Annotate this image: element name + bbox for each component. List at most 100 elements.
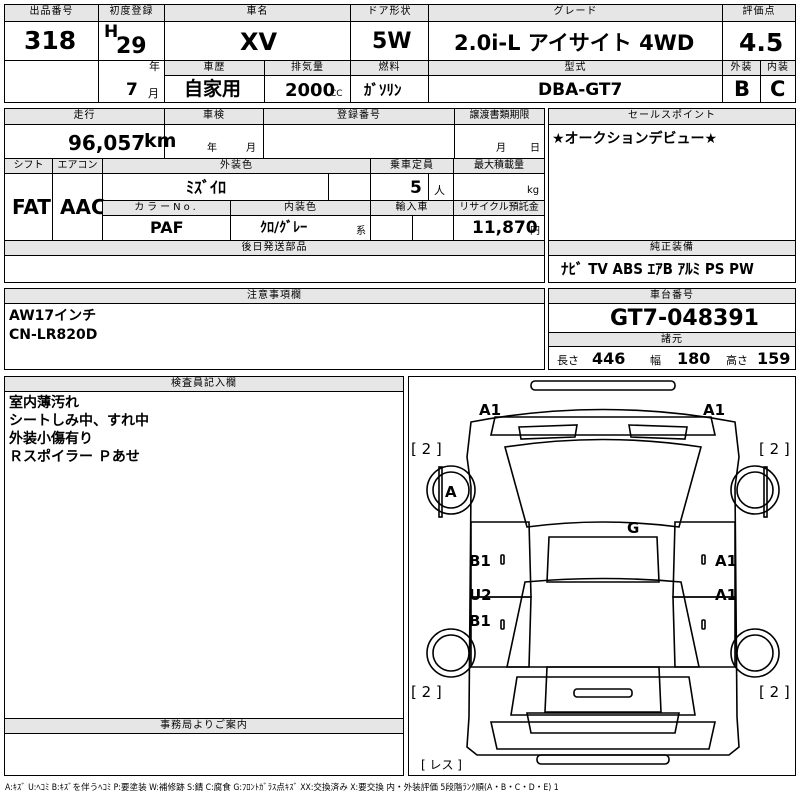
- label-door: ドア形状: [351, 5, 428, 21]
- damage-diagram: A1 A1 A G B1 A1 U2 A1 B1 [ 2 ] [ 2 ] [ 2…: [408, 376, 796, 776]
- door-type: 5W: [372, 29, 412, 54]
- recycle-fee: 11,870: [472, 218, 538, 238]
- height-label: 高さ: [726, 354, 748, 367]
- color-no: PAF: [150, 218, 184, 237]
- yen-unit: 円: [530, 226, 540, 237]
- mileage: 96,057: [68, 131, 146, 155]
- label-first-reg: 初度登録: [99, 5, 164, 21]
- label-later-parts: 後日発送部品: [5, 241, 544, 255]
- label-capacity: 乗車定員: [371, 159, 453, 173]
- inspection-year-unit: 年: [207, 143, 217, 154]
- km-unit: km: [144, 130, 177, 152]
- tire-rear-right: [ 2 ]: [759, 683, 790, 701]
- kg-unit: kg: [527, 185, 540, 196]
- label-displacement: 排気量: [265, 61, 350, 75]
- history: 自家用: [184, 78, 242, 100]
- damage-mark-left-rear-door-b: B1: [469, 612, 491, 630]
- label-genuine: 純正装備: [549, 241, 795, 255]
- exterior-grade: B: [734, 77, 751, 101]
- model-code: DBA-GT7: [538, 80, 623, 100]
- transfer-day-unit: 日: [530, 143, 540, 154]
- month-unit: 月: [148, 87, 159, 100]
- note-line-1: AW17インチ: [9, 308, 97, 324]
- label-history: 車歴: [165, 61, 264, 75]
- label-inspector: 検査員記入欄: [5, 377, 403, 391]
- genuine-equipment: ﾅﾋﾞ TV ABS ｴｱB ｱﾙﾐ PS PW: [561, 260, 754, 278]
- cc-unit: CC: [330, 89, 343, 99]
- height: 159: [757, 349, 791, 368]
- spare-tire-less: [ レス ]: [421, 758, 462, 772]
- damage-mark-left-front-door: B1: [469, 552, 491, 570]
- lot-number: 318: [24, 26, 77, 55]
- label-max-load: 最大積載量: [454, 159, 544, 173]
- label-transfer: 譲渡書類期限: [455, 109, 544, 124]
- chassis-number: GT7-048391: [610, 306, 759, 331]
- grade: 2.0i-L アイサイト 4WD: [454, 31, 695, 55]
- series-unit: 系: [356, 226, 366, 237]
- damage-mark-right-front-door: A1: [715, 552, 738, 570]
- note-line-2: CN-LR820D: [9, 327, 98, 343]
- interior-grade: C: [770, 77, 786, 101]
- label-recycle: リサイクル預託金: [454, 201, 544, 215]
- inspector-line-3: 外装小傷有り: [9, 431, 93, 447]
- ext-color: ﾐｽﾞｲﾛ: [186, 178, 227, 197]
- tire-rear-left: [ 2 ]: [411, 683, 442, 701]
- label-shift: シフト: [5, 159, 52, 173]
- label-specs: 諸元: [549, 333, 795, 346]
- damage-mark-roof: G: [627, 519, 640, 537]
- width: 180: [677, 349, 711, 368]
- label-int-color: 内装色: [231, 201, 370, 215]
- inspector-line-4: Ｒスポイラー Ｐあせ: [9, 449, 140, 465]
- person-unit: 人: [434, 184, 445, 197]
- label-car-name: 車名: [165, 5, 350, 21]
- era-mark: H: [104, 22, 119, 42]
- inspector-line-1: 室内薄汚れ: [9, 395, 79, 411]
- reg-year: 29: [116, 34, 147, 59]
- label-model-code: 型式: [429, 61, 722, 75]
- label-score: 評価点: [723, 5, 795, 21]
- label-interior: 内装: [761, 61, 795, 75]
- aircon: AAC: [60, 195, 106, 219]
- damage-mark-right-rear-door: A1: [715, 586, 738, 604]
- capacity: 5: [410, 178, 422, 198]
- label-grade: グレード: [429, 5, 722, 21]
- tire-front-left: [ 2 ]: [411, 440, 442, 458]
- length: 446: [592, 349, 626, 368]
- car-outline: [426, 380, 780, 765]
- legend: A:ｷｽﾞ U:ﾍｺﾐ B:ｷｽﾞを伴うﾍｺﾐ P:要塗装 W:補修跡 S:錆 …: [5, 783, 559, 793]
- tire-front-right: [ 2 ]: [759, 440, 790, 458]
- width-label: 幅: [650, 354, 661, 367]
- displacement: 2000: [285, 80, 336, 101]
- year-unit: 年: [149, 60, 160, 73]
- label-import: 輸入車: [371, 201, 453, 215]
- label-aircon: エアコン: [53, 159, 102, 173]
- length-label: 長さ: [557, 354, 579, 367]
- inspector-line-2: シートしみ中、すれ中: [9, 413, 149, 429]
- label-chassis: 車台番号: [549, 289, 795, 303]
- sales-point: ★オークションデビュー★: [552, 131, 718, 147]
- label-reg-no: 登録番号: [264, 109, 454, 124]
- shift: FAT: [12, 195, 51, 219]
- label-exterior: 外装: [723, 61, 760, 75]
- inspector-box: [4, 376, 404, 776]
- inspection-month-unit: 月: [246, 143, 256, 154]
- transfer-month-unit: 月: [496, 143, 506, 154]
- label-ext-color: 外装色: [103, 159, 370, 173]
- label-mileage: 走行: [5, 109, 164, 124]
- label-lot-no: 出品番号: [5, 5, 98, 21]
- damage-mark-left-front-wheel: A: [445, 483, 457, 501]
- label-notes: 注意事項欄: [5, 289, 544, 303]
- int-color: ｸﾛ/ｸﾞﾚｰ: [260, 220, 308, 236]
- label-color-no: カラーNo.: [103, 201, 230, 215]
- damage-mark-front-left: A1: [479, 401, 502, 419]
- reg-month: 7: [126, 80, 138, 100]
- car-name: XV: [240, 28, 278, 56]
- score: 4.5: [739, 28, 784, 57]
- label-office: 事務局よりご案内: [5, 719, 403, 733]
- label-sales-point: セールスポイント: [549, 109, 795, 124]
- fuel: ｶﾞｿﾘﾝ: [364, 81, 402, 99]
- damage-mark-left-rear-door-u: U2: [469, 586, 492, 604]
- label-inspection: 車検: [165, 109, 263, 124]
- damage-mark-front-right: A1: [703, 401, 726, 419]
- label-fuel: 燃料: [351, 61, 428, 75]
